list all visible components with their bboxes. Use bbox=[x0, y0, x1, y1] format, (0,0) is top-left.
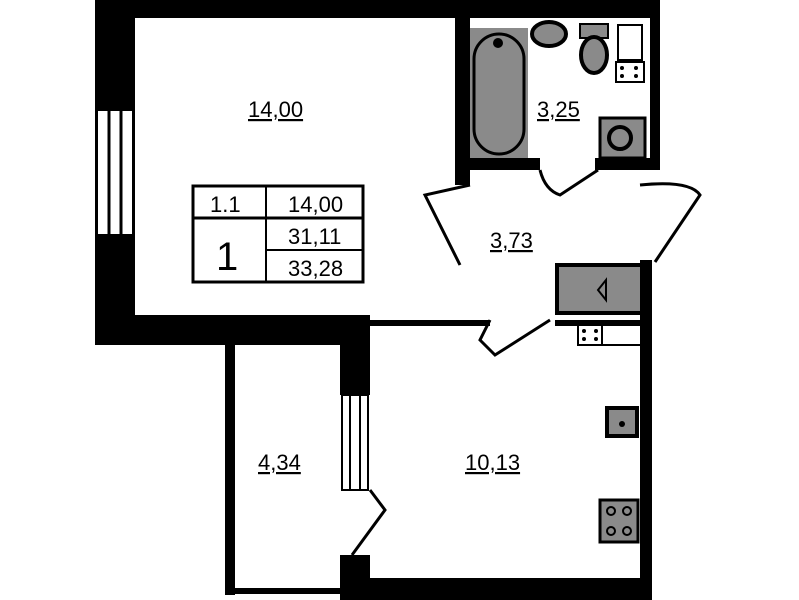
total-area: 31,11 bbox=[288, 224, 341, 249]
total-area-with-balcony: 33,28 bbox=[288, 256, 343, 281]
room-area-balcony: 4,34 bbox=[258, 450, 301, 475]
balcony-door-window bbox=[341, 394, 387, 556]
window-left bbox=[96, 109, 134, 236]
bathtub-icon bbox=[470, 28, 528, 158]
walls bbox=[95, 0, 660, 600]
room-area-kitchen: 10,13 bbox=[465, 450, 520, 475]
room-code: 1.1 bbox=[210, 192, 241, 217]
kitchen-socket-icon bbox=[577, 324, 640, 346]
doors bbox=[422, 168, 702, 357]
room-area-bathroom: 3,25 bbox=[537, 97, 580, 122]
sink-icon bbox=[530, 20, 568, 48]
kitchen-sink-icon bbox=[605, 406, 639, 438]
toilet-icon bbox=[579, 23, 609, 75]
boiler-icon bbox=[555, 263, 644, 315]
info-table: 1.1 14,00 1 31,11 33,28 bbox=[191, 184, 365, 284]
socket-icon bbox=[615, 24, 645, 83]
room-area-living: 14,00 bbox=[248, 97, 303, 122]
rooms-count: 1 bbox=[216, 235, 238, 279]
washing-machine-icon bbox=[598, 116, 647, 160]
stove-icon bbox=[598, 498, 640, 544]
living-area: 14,00 bbox=[288, 192, 343, 217]
room-area-hall: 3,73 bbox=[490, 228, 533, 253]
